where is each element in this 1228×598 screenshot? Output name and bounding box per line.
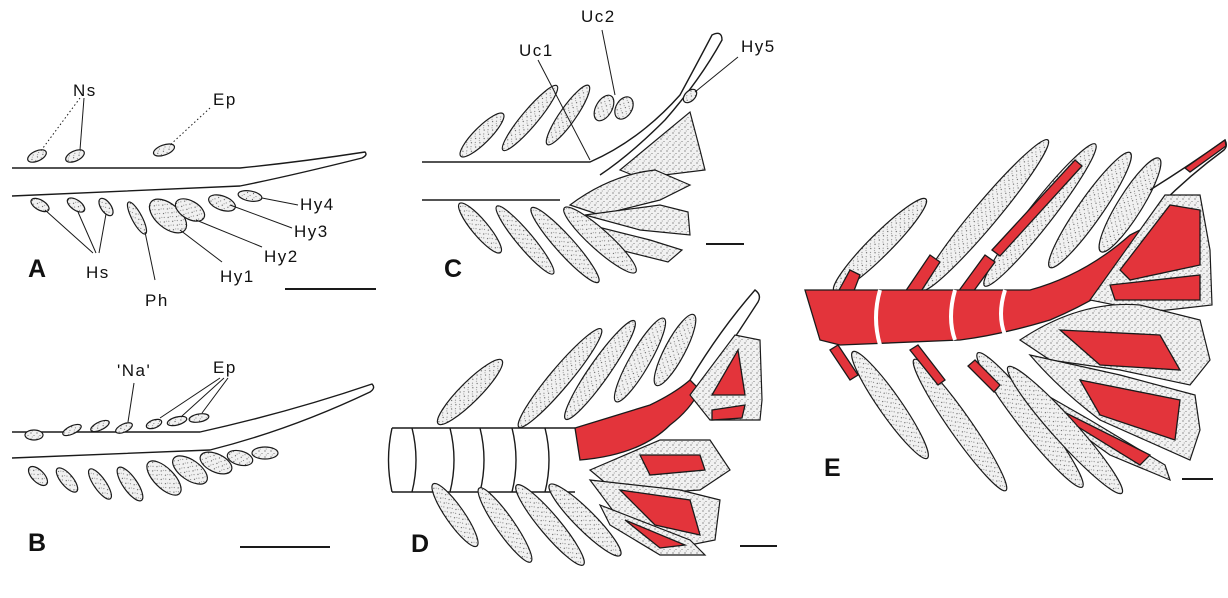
panel-a-label-hy3: Hy3 xyxy=(294,222,329,241)
panel-a-ph-leader xyxy=(145,232,155,280)
panel-a-hs-leaders xyxy=(45,210,106,253)
panel-a-hypural-4 xyxy=(237,189,262,203)
panel-a-haemal-spine-2 xyxy=(65,195,87,215)
panel-a-label-hy2: Hy2 xyxy=(264,247,299,266)
panel-b-haemal-4 xyxy=(113,464,147,505)
panel-a-haemal-spine-1 xyxy=(29,196,51,215)
panel-a-label-hy4: Hy4 xyxy=(300,195,335,214)
panel-b-na-leader xyxy=(128,383,134,422)
panel-c-neural-spine-1 xyxy=(455,108,509,162)
panel-e-letter: E xyxy=(824,454,841,482)
panel-b-haemal-2 xyxy=(53,465,81,496)
panel-a-hy1-leader xyxy=(180,230,222,262)
panel-a-label-ns: Ns xyxy=(73,81,97,100)
panel-b-neural-arch-2 xyxy=(61,422,83,438)
panel-a: Ns Ep Hy4 Hy3 Hy2 Hy1 Ph Hs A xyxy=(12,81,376,310)
panel-b-epural-2 xyxy=(166,415,187,428)
panel-c-label-hy5: Hy5 xyxy=(741,37,776,56)
panel-a-hy4-leader xyxy=(262,198,298,205)
panel-c: Uc1 Uc2 Hy5 C xyxy=(422,7,776,288)
panel-c-label-uc1: Uc1 xyxy=(519,41,554,60)
panel-d-centra-start xyxy=(389,428,393,492)
panel-d-centra-joints xyxy=(412,428,549,492)
panel-d-neural-1 xyxy=(431,353,509,431)
panel-a-letter: A xyxy=(28,255,46,283)
panel-a-neural-spine-1 xyxy=(26,147,48,165)
panel-c-label-uc2: Uc2 xyxy=(581,7,616,26)
panel-a-label-ep: Ep xyxy=(213,90,237,109)
panel-c-epural-1 xyxy=(590,92,618,124)
panel-b-letter: B xyxy=(28,529,46,557)
panel-a-ns-leader-2 xyxy=(80,98,84,150)
panel-d-haemal-1 xyxy=(426,479,484,552)
panel-a-label-hs: Hs xyxy=(86,263,110,282)
panel-a-epural xyxy=(152,142,176,159)
panel-b-neural-arch-4 xyxy=(114,421,134,436)
panel-d: D xyxy=(389,290,778,571)
panel-c-uc2-leader xyxy=(602,30,615,95)
panel-b-hypural-5 xyxy=(252,447,278,459)
panel-a-hypural-3 xyxy=(206,192,237,215)
panel-b-haemal-3 xyxy=(85,466,115,502)
panel-e-notochord-tail-red xyxy=(1185,140,1226,172)
panel-a-parhypural xyxy=(124,200,150,236)
panel-b-neural-arch-1 xyxy=(25,430,43,440)
panel-d-letter: D xyxy=(411,530,429,558)
panel-c-neural-spine-2 xyxy=(497,81,563,156)
panel-e: E xyxy=(805,132,1226,501)
panel-b-haemal-1 xyxy=(25,463,50,488)
panel-b-epural-1 xyxy=(145,418,163,431)
panel-a-neural-spine-2 xyxy=(64,147,86,165)
panel-a-hy3-leader xyxy=(230,205,292,228)
panel-b-label-ep: Ep xyxy=(213,358,237,377)
panel-a-label-hy1: Hy1 xyxy=(220,267,255,286)
panel-c-epural-2 xyxy=(611,94,637,123)
panel-a-ns-leader-1 xyxy=(40,98,80,152)
panel-a-hy2-leader xyxy=(196,220,262,247)
panel-a-label-ph: Ph xyxy=(145,291,169,310)
panel-b-label-na: 'Na' xyxy=(117,361,151,380)
panel-b: 'Na' Ep B xyxy=(12,358,374,557)
panel-b-epural-3 xyxy=(188,412,209,423)
panel-b-ep-leaders xyxy=(160,378,228,418)
panel-c-letter: C xyxy=(444,255,462,283)
panel-a-ep-leader xyxy=(170,108,210,145)
